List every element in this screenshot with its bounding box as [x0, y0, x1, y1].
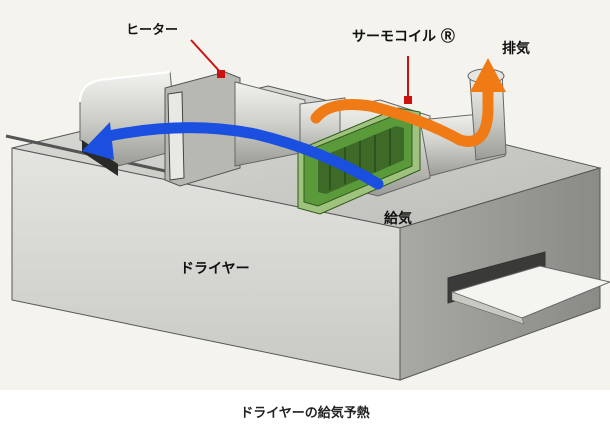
heater-leader	[191, 40, 225, 78]
heater-label: ヒーター	[126, 24, 178, 37]
intake-label: 給気	[384, 212, 412, 226]
figure-caption: ドライヤーの給気予熱	[0, 402, 610, 421]
dryer-preheating-diagram: ヒーター サーモコイル Ⓡ 排気 給気 ドライヤー	[0, 0, 610, 390]
thermocoil-leader	[404, 56, 412, 104]
exhaust-label: 排気	[502, 42, 530, 56]
thermocoil-label: サーモコイル Ⓡ	[352, 30, 455, 44]
dryer-label: ドライヤー	[180, 262, 250, 276]
